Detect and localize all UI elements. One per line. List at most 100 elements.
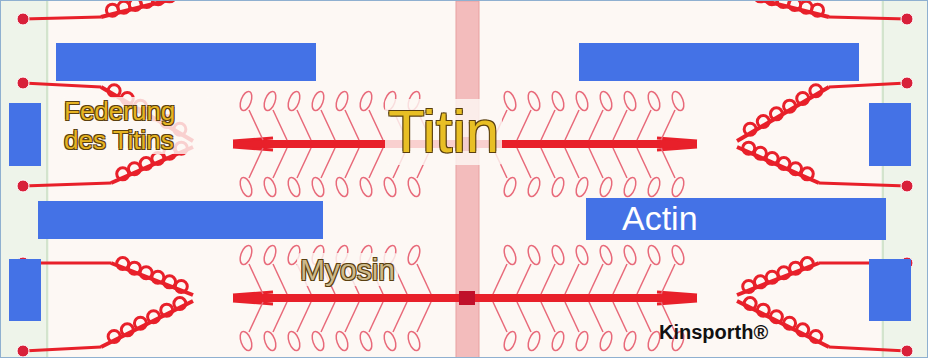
myosin-head xyxy=(526,176,542,198)
myosin-head-stalk xyxy=(417,302,431,332)
myosin-head xyxy=(382,176,398,198)
titin-coil xyxy=(134,317,146,329)
myosin-head xyxy=(574,244,590,266)
myosin-head-stalk xyxy=(273,148,287,178)
titin-coil xyxy=(766,152,778,164)
filament-end xyxy=(657,143,697,146)
myosin-head-stalk xyxy=(565,264,579,294)
myosin-head-stalk xyxy=(345,148,359,178)
myosin-head xyxy=(598,176,614,198)
titin-strand xyxy=(819,183,907,186)
actin-filament xyxy=(9,103,41,166)
myosin-head-stalk xyxy=(613,264,627,294)
figure-label: Titin xyxy=(385,99,502,165)
titin-coil xyxy=(778,267,790,279)
titin-coil xyxy=(766,271,778,283)
titin-coil xyxy=(161,304,173,316)
titin-coil xyxy=(164,1,176,2)
m-line-mark xyxy=(459,291,475,305)
myosin-head-stalk xyxy=(273,264,287,294)
z-disc-band xyxy=(1,1,49,358)
myosin-head xyxy=(526,330,542,352)
myosin-head xyxy=(358,90,374,112)
myosin-head xyxy=(526,90,542,112)
actin-filament xyxy=(869,259,911,321)
myosin-head-stalk xyxy=(661,110,675,140)
myosin-head xyxy=(622,90,638,112)
titin-spring xyxy=(737,263,819,295)
titin-coil xyxy=(790,163,802,175)
z-disc-anchor xyxy=(17,77,29,89)
titin-coil xyxy=(121,324,133,336)
myosin-head xyxy=(358,176,374,198)
myosin-head-stalk xyxy=(249,110,263,140)
actin-filament-box: Actin xyxy=(586,198,886,240)
titin-strand xyxy=(23,183,111,186)
myosin-head-stalk xyxy=(589,110,603,140)
titin-coil xyxy=(117,258,129,270)
myosin-head xyxy=(334,330,350,352)
myosin-head xyxy=(406,176,422,198)
myosin-head-stalk xyxy=(541,302,555,332)
z-disc-anchor xyxy=(901,345,913,357)
titin-coil xyxy=(784,100,796,112)
figure-label: Federung des Titins xyxy=(61,97,211,154)
myosin-head xyxy=(550,330,566,352)
titin-strand xyxy=(23,347,101,351)
titin-coil xyxy=(810,85,822,97)
myosin-head-stalk xyxy=(517,264,531,294)
myosin-head xyxy=(502,176,518,198)
myosin-head xyxy=(310,176,326,198)
titin-coil xyxy=(128,262,140,274)
myosin-head-stalk xyxy=(249,148,263,178)
myosin-head-stalk xyxy=(637,264,651,294)
node-text: Actin xyxy=(622,201,698,235)
myosin-head-stalk xyxy=(321,148,335,178)
myosin-head-stalk xyxy=(493,302,507,332)
titin-coil xyxy=(744,298,756,310)
myosin-head xyxy=(598,330,614,352)
myosin-head xyxy=(334,90,350,112)
titin-coil xyxy=(797,324,809,336)
label-text: Titin xyxy=(385,99,502,165)
myosin-head-stalk xyxy=(493,264,507,294)
titin-coil xyxy=(754,147,766,159)
titin-spring xyxy=(737,87,829,141)
titin-coil xyxy=(812,4,824,16)
myosin-head xyxy=(406,244,422,266)
myosin-head xyxy=(670,176,686,198)
myosin-head xyxy=(334,176,350,198)
titin-coil xyxy=(770,311,782,323)
myosin-head-stalk xyxy=(661,148,675,178)
myosin-head xyxy=(310,90,326,112)
myosin-head-stalk xyxy=(417,264,431,294)
titin-coil xyxy=(743,280,755,292)
titin-coil xyxy=(797,92,809,104)
filament-end xyxy=(657,147,697,150)
myosin-head xyxy=(550,176,566,198)
titin-coil xyxy=(770,108,782,120)
myosin-head xyxy=(262,176,278,198)
filament-end xyxy=(233,297,273,300)
myosin-head-stalk xyxy=(273,110,287,140)
filament-end xyxy=(233,143,273,146)
myosin-head-stalk xyxy=(369,110,383,140)
myosin-head xyxy=(550,244,566,266)
myosin-head xyxy=(598,90,614,112)
titin-strand xyxy=(23,17,101,19)
myosin-head xyxy=(262,90,278,112)
myosin-head-stalk xyxy=(613,302,627,332)
titin-coil xyxy=(140,267,152,279)
filament-end xyxy=(657,138,697,141)
filament-end xyxy=(233,138,273,141)
label-text: Kinsporth® xyxy=(656,321,771,343)
actin-filaments xyxy=(9,43,911,321)
myosin-head-stalk xyxy=(273,302,287,332)
myosin-head-stalk xyxy=(565,110,579,140)
myosin-head-stalk xyxy=(517,302,531,332)
myosin-head xyxy=(646,176,662,198)
myosin-head xyxy=(574,90,590,112)
myosin-head-stalk xyxy=(321,302,335,332)
filament-end xyxy=(657,301,697,304)
